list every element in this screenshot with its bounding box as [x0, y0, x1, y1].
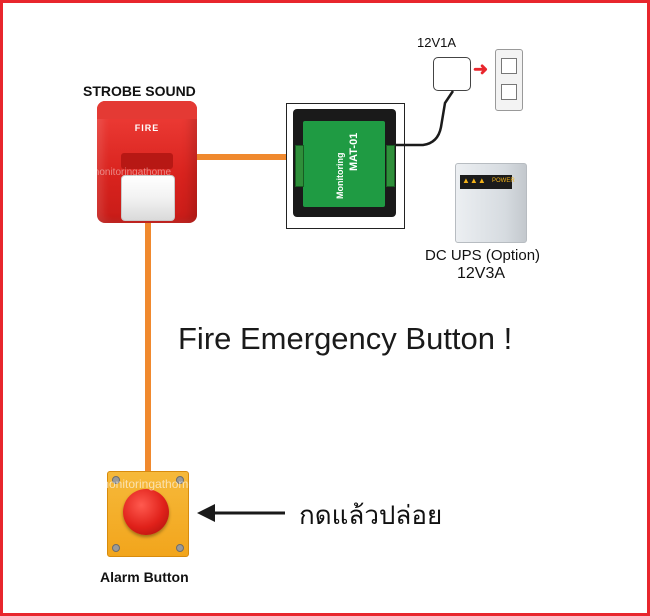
- screw-top-right: [176, 476, 184, 484]
- controller-brand-label: Monitoring: [335, 152, 345, 200]
- controller-terminal-left: [295, 145, 304, 187]
- controller-terminal-right: [386, 145, 395, 187]
- controller-model-label: MAT-01: [348, 132, 360, 171]
- screw-bottom-left: [112, 544, 120, 552]
- alarm-button-cap[interactable]: [123, 489, 169, 535]
- screw-top-left: [112, 476, 120, 484]
- adapter-cable: [395, 90, 455, 147]
- strobe-sound-label: STROBE SOUND: [83, 83, 196, 99]
- ups-name-label: DC UPS (Option): [425, 247, 541, 264]
- strobe-fire-label: FIRE: [134, 123, 160, 133]
- watermark-bottom: monitoringathome: [99, 477, 196, 491]
- strobe-speaker-vent: [121, 153, 173, 169]
- watermark-top: monitoringathome: [91, 167, 172, 178]
- strobe-siren-top: [97, 101, 197, 119]
- controller-board: [303, 121, 385, 207]
- alarm-button-label: Alarm Button: [100, 569, 189, 585]
- power-adapter: [433, 57, 471, 91]
- plug-arrow-icon: ➜: [473, 59, 489, 79]
- strobe-light-lens: [121, 175, 175, 221]
- adapter-rating-label: 12V1A: [417, 35, 457, 50]
- wall-socket: [495, 49, 523, 111]
- ups-brand-label: POWER: [492, 178, 515, 184]
- wire-strobe-to-controller: [195, 154, 287, 160]
- press-release-caption: กดแล้วปล่อย: [299, 500, 443, 530]
- left-arrow-icon: [197, 504, 285, 522]
- ups-brand-band: ▲▲▲ POWER: [460, 175, 515, 189]
- wire-strobe-to-button: [145, 223, 151, 473]
- ups-warning-icon: ▲▲▲: [462, 176, 486, 185]
- headline: Fire Emergency Button !: [178, 321, 513, 356]
- ups-rating-label: 12V3A: [457, 265, 506, 282]
- screw-bottom-right: [176, 544, 184, 552]
